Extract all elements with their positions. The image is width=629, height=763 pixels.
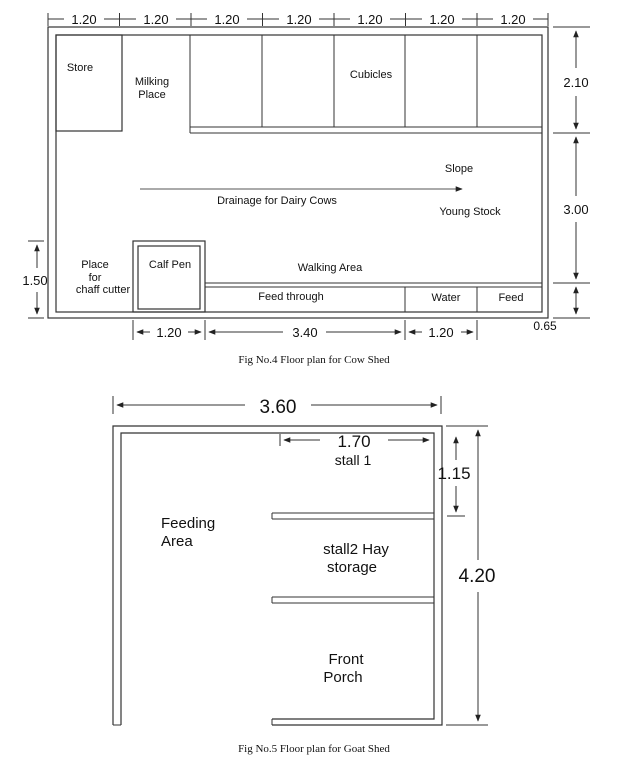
stall1-label: stall 1 — [335, 452, 372, 468]
cow-dim-middle-depth: 3.00 — [563, 202, 588, 217]
feed-label: Feed — [498, 292, 523, 304]
cow-left-dimension-line: 1.50 — [22, 240, 48, 319]
calf-pen-label: Calf Pen — [149, 259, 191, 271]
cow-top-dim-4: 1.20 — [286, 12, 311, 27]
chaff-cutter-label-line1: Place — [81, 259, 109, 271]
goat-width-dimension-line: 3.60 — [112, 396, 442, 418]
goat-dim-width: 3.60 — [260, 397, 297, 418]
front-porch-label-line1: Front — [328, 651, 364, 668]
cow-dim-cubicle-depth: 2.10 — [563, 75, 588, 90]
cow-dim-calf-pen-width: 1.20 — [156, 325, 181, 340]
goat-dim-stall-height: 1.15 — [437, 464, 470, 483]
goat-shed-outer-wall — [112, 425, 443, 726]
cow-top-dimension-line: 1.20 1.20 1.20 1.20 1.20 1.20 1.20 — [47, 11, 549, 27]
stall2-label-line1: stall2 Hay — [323, 541, 389, 558]
store-room — [55, 34, 123, 132]
feeding-area-label-line2: Area — [161, 533, 193, 550]
goat-dim-stall-width: 1.70 — [337, 432, 370, 451]
cow-dim-bottom-depth: 0.65 — [533, 319, 557, 333]
goat-stall-width-dimension: 1.70 — [279, 432, 430, 451]
cow-top-dim-labels: 1.20 1.20 1.20 1.20 1.20 1.20 1.20 — [64, 11, 533, 27]
cow-top-dim-6: 1.20 — [429, 12, 454, 27]
goat-shed-caption: Fig No.5 Floor plan for Goat Shed — [238, 743, 390, 755]
cow-dim-calf-pen-depth: 1.50 — [22, 273, 47, 288]
goat-shed-plan: 3.60 1.70 1.15 — [112, 396, 496, 755]
calf-pen-outer — [132, 240, 206, 313]
cow-bottom-dimension-line: 1.20 3.40 1.20 — [132, 320, 478, 340]
cow-shed-inner-wall — [55, 34, 543, 313]
drainage-label: Drainage for Dairy Cows — [217, 195, 337, 207]
cow-top-dim-1: 1.20 — [71, 12, 96, 27]
cow-shed-outer-wall — [47, 26, 549, 319]
chaff-cutter-label-line2: for — [89, 272, 102, 284]
cow-shed-plan: 1.20 1.20 1.20 1.20 1.20 1.20 1.20 — [22, 11, 590, 366]
cow-right-dimension-line: 2.10 3.00 0.65 — [533, 26, 590, 333]
feed-through-label: Feed through — [258, 291, 323, 303]
goat-stall-height-dimension: 1.15 — [437, 436, 471, 517]
walking-area-label: Walking Area — [298, 262, 363, 274]
young-stock-label: Young Stock — [439, 206, 501, 218]
goat-dim-height: 4.20 — [459, 566, 496, 587]
front-porch-label-line2: Porch — [323, 669, 362, 686]
goat-shed-inner-wall — [120, 432, 435, 725]
chaff-cutter-label-line3: chaff cutter — [76, 284, 131, 296]
cow-top-dim-2: 1.20 — [143, 12, 168, 27]
water-label: Water — [432, 292, 461, 304]
cow-top-dim-7: 1.20 — [500, 12, 525, 27]
cow-top-dim-5: 1.20 — [357, 12, 382, 27]
stall2-label-line2: storage — [327, 559, 377, 576]
cow-top-dim-3: 1.20 — [214, 12, 239, 27]
cow-shed-caption: Fig No.4 Floor plan for Cow Shed — [238, 354, 390, 366]
cubicles-label: Cubicles — [350, 69, 393, 81]
store-label: Store — [67, 62, 93, 74]
cow-dim-feed-through-width: 3.40 — [292, 325, 317, 340]
milking-place-label-line1: Milking — [135, 76, 169, 88]
slope-label: Slope — [445, 163, 473, 175]
milking-place-label-line2: Place — [138, 89, 166, 101]
calf-pen-inner — [137, 245, 201, 310]
feeding-area-label-line1: Feeding — [161, 515, 215, 532]
cow-dim-water-width: 1.20 — [428, 325, 453, 340]
goat-height-dimension-line: 4.20 — [446, 425, 496, 726]
